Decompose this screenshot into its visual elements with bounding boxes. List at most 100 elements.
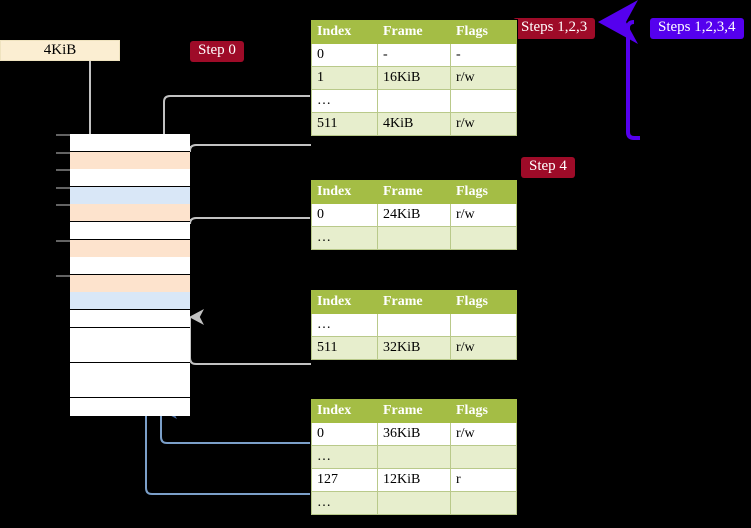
cell-flags	[450, 445, 517, 469]
table-row: …	[311, 313, 517, 337]
col-header-flags: Flags	[450, 290, 517, 314]
cell-index: 0	[311, 43, 378, 67]
col-header-frame: Frame	[377, 399, 451, 423]
memory-frame	[70, 186, 190, 205]
line-pml4-4kib	[189, 144, 311, 152]
table-row: …	[311, 226, 517, 250]
col-header-index: Index	[311, 20, 378, 44]
col-header-index: Index	[311, 290, 378, 314]
cell-frame: -	[377, 43, 451, 67]
cell-flags: r/w	[450, 422, 517, 446]
tag-steps-1234-label: Steps 1,2,3,4	[658, 19, 736, 35]
cell-index: …	[311, 313, 378, 337]
tag-step-0-label: Step 0	[198, 42, 236, 58]
cell-frame: 16KiB	[377, 66, 451, 90]
col-header-index: Index	[311, 399, 378, 423]
tag-step-0: Step 0	[190, 41, 244, 62]
cell-flags	[450, 89, 517, 113]
tag-steps-123-label: Steps 1,2,3	[521, 19, 588, 35]
cell-frame	[377, 445, 451, 469]
memory-frame	[70, 310, 190, 328]
memory-frame	[70, 362, 190, 381]
memory-frame	[70, 274, 190, 293]
size-box-4kib: 4KiB	[0, 40, 120, 61]
cell-flags: r/w	[450, 336, 517, 360]
table-header-row: Index Frame Flags	[311, 20, 517, 44]
memory-tick	[56, 186, 70, 189]
memory-frame	[70, 398, 190, 416]
col-header-index: Index	[311, 180, 378, 204]
memory-frame	[70, 151, 190, 170]
cell-index: 511	[311, 336, 378, 360]
memory-frame	[70, 292, 190, 311]
line-pdp-24kib	[189, 217, 311, 225]
tag-step-4-label: Step 4	[529, 158, 567, 174]
table-row: …	[311, 445, 517, 469]
cell-frame	[377, 491, 451, 515]
memory-frame	[70, 169, 190, 188]
memory-frame	[70, 239, 190, 258]
cell-index: 1	[311, 66, 378, 90]
table-row: 0--	[311, 43, 517, 67]
cell-frame: 4KiB	[377, 112, 451, 136]
line-pd-32kib	[189, 309, 311, 365]
cell-flags: -	[450, 43, 517, 67]
table-header-row: Index Frame Flags	[311, 399, 517, 423]
cell-index: 511	[311, 112, 378, 136]
cell-flags: r/w	[450, 203, 517, 227]
memory-frame	[70, 345, 190, 364]
cell-frame: 24KiB	[377, 203, 451, 227]
cell-frame	[377, 226, 451, 250]
tag-steps-123: Steps 1,2,3	[513, 18, 596, 39]
cell-frame: 12KiB	[377, 468, 451, 492]
memory-frame	[70, 204, 190, 223]
col-header-flags: Flags	[450, 399, 517, 423]
memory-tick	[56, 274, 70, 277]
col-header-frame: Frame	[377, 290, 451, 314]
cell-frame: 32KiB	[377, 336, 451, 360]
memory-tick	[56, 134, 70, 136]
col-header-frame: Frame	[377, 180, 451, 204]
col-header-flags: Flags	[450, 20, 517, 44]
cell-frame	[377, 313, 451, 337]
cell-flags	[450, 226, 517, 250]
cell-flags	[450, 491, 517, 515]
memory-frame	[70, 257, 190, 276]
cell-index: …	[311, 89, 378, 113]
cell-frame: 36KiB	[377, 422, 451, 446]
cell-frame	[377, 89, 451, 113]
memory-tick	[56, 169, 70, 172]
cell-index: 0	[311, 203, 378, 227]
memory-tick	[56, 204, 70, 207]
table-header-row: Index Frame Flags	[311, 290, 517, 314]
cell-flags: r/w	[450, 112, 517, 136]
memory-frame	[70, 380, 190, 399]
table-row: …	[311, 89, 517, 113]
memory-tick	[56, 239, 70, 242]
col-header-frame: Frame	[377, 20, 451, 44]
tag-step-4: Step 4	[521, 157, 575, 178]
table-header-row: Index Frame Flags	[311, 180, 517, 204]
table-row: …	[311, 491, 517, 515]
cell-index: 127	[311, 468, 378, 492]
cell-flags: r/w	[450, 66, 517, 90]
col-header-flags: Flags	[450, 180, 517, 204]
memory-frame	[70, 327, 190, 346]
cell-index: …	[311, 445, 378, 469]
memory-frame	[70, 222, 190, 240]
cell-index: …	[311, 226, 378, 250]
memory-frame	[70, 134, 190, 152]
tag-steps-1234: Steps 1,2,3,4	[650, 18, 744, 39]
